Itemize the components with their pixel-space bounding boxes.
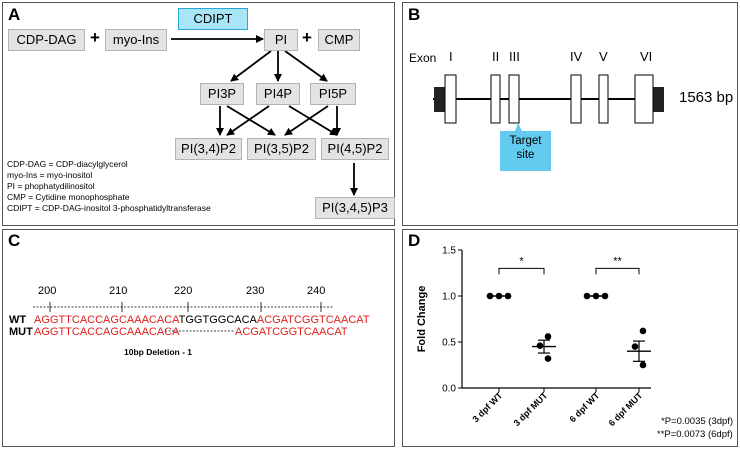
arrow-pi-pi5p (284, 50, 328, 82)
deletion-label: 10bp Deletion - 1 (124, 347, 193, 357)
mut-sequence-right: ACGATCGGTCAACAT (235, 326, 348, 338)
ruler-tick-label: 210 (109, 285, 128, 297)
data-point (639, 361, 647, 369)
target-site-line: site (516, 149, 535, 161)
x-tick-label: 3 dpf MUT (512, 390, 550, 428)
arrow-pi5p-pi35p2 (284, 105, 329, 136)
pi34p2-box: PI(3,4)P2 (175, 138, 242, 160)
wt-seq-left: AGGTTCACCAGCAAACACA (34, 314, 179, 326)
exon-2 (490, 74, 501, 124)
utr-3prime (653, 87, 664, 112)
ruler-tick-label: 230 (246, 285, 265, 297)
myo-ins-box: myo-Ins (105, 29, 167, 51)
exon-numeral: V (599, 49, 608, 64)
significance-bracket (595, 267, 640, 275)
pi3p-box: PI3P (200, 83, 244, 105)
wt-seq-right: ACGATCGGTCAACAT (256, 314, 370, 326)
ruler-tick-label: 200 (38, 285, 57, 297)
plus-sign-1: + (90, 28, 100, 47)
panel-c: C 200 210 220 230 240 WT MUT AGGTTCACCAG… (2, 229, 395, 447)
ruler-tick-label: 240 (307, 285, 326, 297)
pi45p2-box: PI(4,5)P2 (321, 138, 389, 160)
data-point (544, 333, 552, 340)
target-site-label: Target site (500, 134, 551, 162)
cdp-dag-box: CDP-DAG (8, 29, 85, 51)
legend-line: CDP-DAG = CDP-diacylglycerol (7, 159, 128, 169)
y-tick-label: 1.0 (442, 292, 456, 303)
panel-a-arrows (171, 35, 358, 196)
pi-box: PI (264, 29, 298, 51)
mut-row-label: MUT (9, 326, 33, 338)
panel-b: B Exon I II III IV V VI 1563 bp Target s… (402, 2, 738, 226)
x-tick-label: 3 dpf WT (470, 390, 504, 424)
plus-sign-2: + (302, 28, 312, 47)
pi35p2-box: PI(3,5)P2 (247, 138, 316, 160)
exon-5 (598, 74, 609, 124)
cmp-box: CMP (318, 29, 360, 51)
y-tick-label: 0.0 (442, 384, 456, 395)
legend-line: PI = phophatydilinositol (7, 181, 95, 191)
pi4p-box: PI4P (256, 83, 300, 105)
utr-5prime (434, 87, 445, 112)
ruler-tick-label: 220 (174, 285, 193, 297)
exon-numeral: II (492, 49, 500, 64)
data-point (639, 327, 647, 335)
arrow-pi4p-pi34p2 (226, 105, 270, 136)
legend-line: CDIPT = CDP-DAG-inositol 3-phosphatidylt… (7, 203, 211, 213)
legend-line: CMP = Cytidine monophosphate (7, 192, 130, 202)
abbreviation-legend: CDP-DAG = CDP-diacylglycerol myo-Ins = m… (7, 159, 211, 214)
exon-label: Exon (409, 51, 437, 65)
arrow-pi-pi3p (230, 50, 272, 82)
exon-numeral: IV (570, 49, 583, 64)
exon-3 (508, 74, 520, 124)
arrow-pi4p-pi45p2 (288, 105, 338, 136)
significance-bracket (498, 267, 545, 275)
y-axis-label: Fold Change (416, 286, 428, 353)
mut-sequence: AGGTTCACCAGCAAACACA (34, 326, 179, 338)
exon-numeral: III (509, 49, 520, 64)
y-tick-label: 1.5 (442, 246, 456, 257)
wt-seq-deleted: TGGTGGCACA (178, 314, 257, 326)
exon-numeral: I (449, 49, 453, 64)
pi5p-box: PI5P (310, 83, 356, 105)
pvalue-annotation: *P=0.0035 (3dpf) (661, 416, 734, 427)
data-point (536, 342, 544, 349)
exon-4 (570, 74, 582, 124)
legend-line: myo-Ins = myo-inositol (7, 170, 93, 180)
x-tick-label: 6 dpf MUT (607, 390, 645, 428)
exon-numeral: VI (640, 49, 653, 64)
gene-length-label: 1563 bp (679, 89, 734, 106)
exon-6 (634, 74, 654, 124)
data-point (544, 355, 552, 362)
exon-1 (444, 74, 457, 124)
arrow-pi3p-pi35p2 (226, 105, 276, 136)
significance-label: * (519, 255, 524, 267)
panel-a: A CDP-DAG + myo-Ins CDIPT PI + CMP PI3P … (2, 2, 395, 226)
panel-a-label: A (8, 5, 21, 24)
panel-d-label: D (408, 231, 421, 250)
data-point (631, 343, 639, 350)
wt-row-label: WT (9, 314, 27, 326)
panel-b-label: B (408, 5, 421, 24)
pi345p3-box: PI(3,4,5)P3 (315, 197, 395, 219)
significance-label: ** (613, 255, 622, 267)
target-site-callout (500, 123, 551, 171)
pvalue-annotation: **P=0.0073 (6dpf) (657, 429, 733, 440)
cdipt-enzyme-box: CDIPT (178, 8, 248, 30)
sequence-ruler (33, 302, 333, 332)
wt-sequence: AGGTTCACCAGCAAACACATGGTGGCACAACGATCGGTCA… (34, 314, 370, 326)
x-tick-label: 6 dpf WT (567, 390, 601, 424)
target-site-line: Target (509, 135, 542, 147)
gene-structure-diagram (433, 74, 664, 171)
panel-c-label: C (8, 231, 21, 250)
y-tick-label: 0.5 (442, 338, 456, 349)
mut-seq-left: AGGTTCACCAGCAAACACA (34, 326, 180, 338)
